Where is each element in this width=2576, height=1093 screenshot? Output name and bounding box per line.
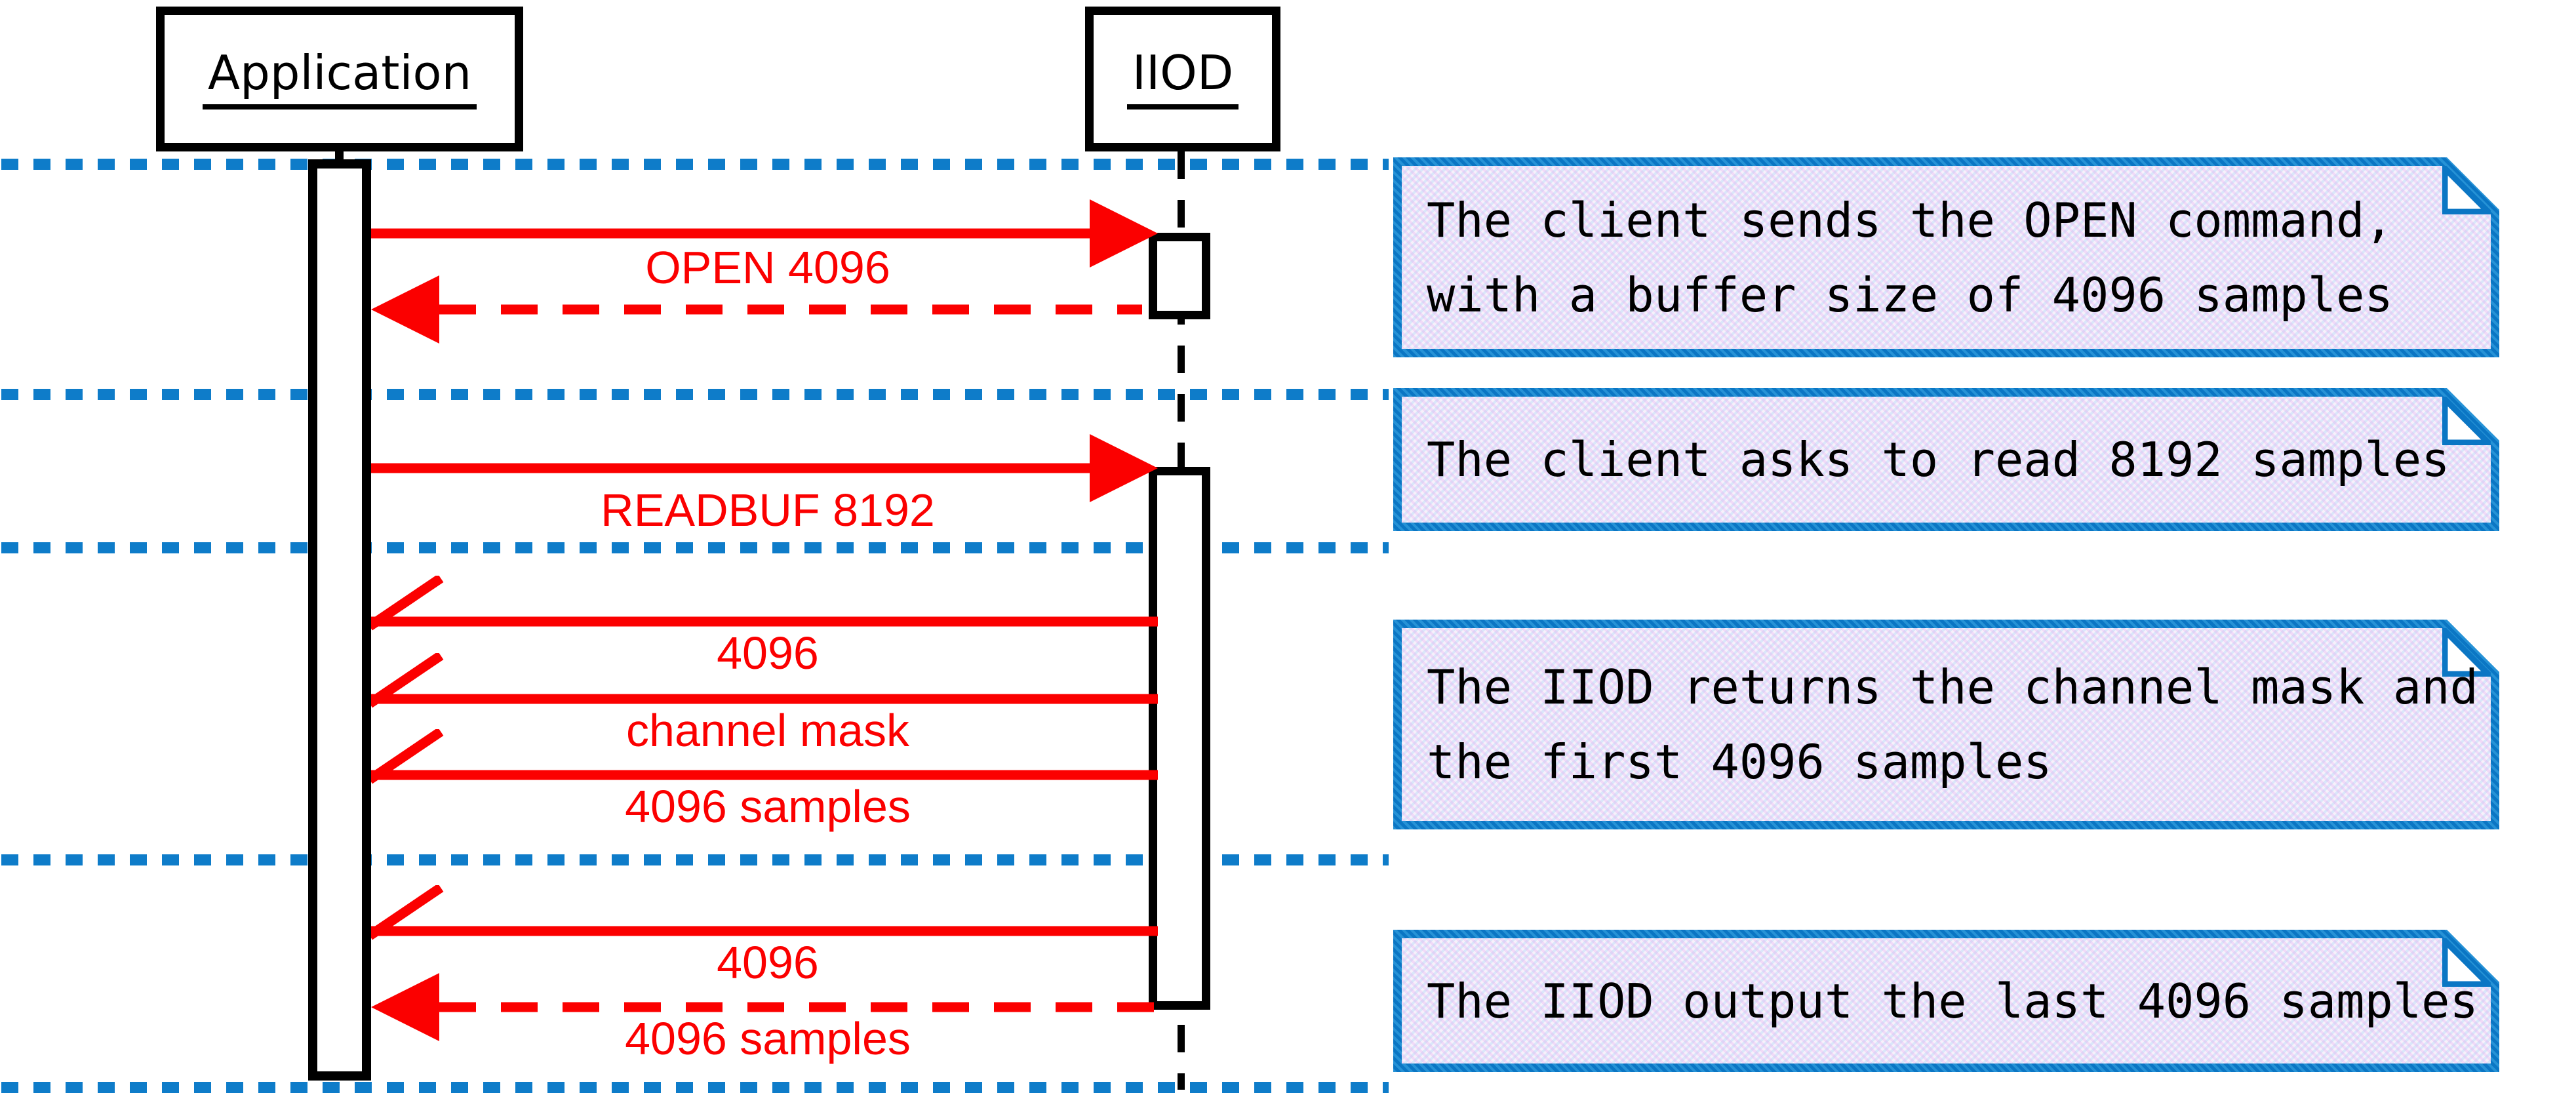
note-text: The client sends the OPEN command, with …: [1427, 192, 2393, 323]
arrow-4096-first: [371, 576, 1158, 667]
separator-line-5: [1, 1082, 1389, 1093]
application-lifeline-stub: [335, 148, 344, 163]
message-label-4096-first: 4096: [717, 627, 819, 679]
arrow-4096-last: [371, 885, 1158, 977]
arrow-4096-samples-last: [371, 961, 1158, 1053]
arrow-readbuf-8192: [371, 422, 1158, 514]
arrow-open-4096: [371, 188, 1158, 279]
iiod-activation-readbuf: [1149, 467, 1210, 1010]
note-background: [1402, 938, 2491, 1063]
participant-iiod: IIOD: [1085, 7, 1280, 151]
arrow-channel-mask: [371, 653, 1158, 745]
message-label-4096-last: 4096: [717, 937, 819, 988]
participant-application: Application: [156, 7, 523, 151]
note-last-samples-output: The IIOD output the last 4096 samples: [1393, 930, 2499, 1072]
application-activation-bar: [308, 159, 371, 1081]
iiod-activation-open: [1149, 233, 1210, 319]
participant-iiod-label: IIOD: [1126, 49, 1239, 109]
note-background: [1402, 397, 2491, 523]
message-label-readbuf-8192: READBUF 8192: [601, 485, 935, 536]
note-text: The IIOD output the last 4096 samples: [1427, 973, 2478, 1029]
note-folded-corner-icon: [2442, 161, 2495, 215]
arrow-open-reply: [371, 264, 1158, 355]
participant-application-label: Application: [202, 49, 477, 109]
note-readbuf-request: The client asks to read 8192 samples: [1393, 388, 2499, 531]
note-folded-corner-icon: [2442, 392, 2495, 446]
note-open-command: The client sends the OPEN command, with …: [1393, 157, 2499, 357]
message-label-4096-samples-last: 4096 samples: [625, 1013, 911, 1064]
message-label-4096-samples-first: 4096 samples: [625, 781, 911, 832]
note-folded-corner-icon: [2442, 934, 2495, 987]
message-label-open-4096: OPEN 4096: [645, 242, 890, 293]
note-background: [1402, 166, 2491, 349]
note-text: The client asks to read 8192 samples: [1427, 432, 2450, 487]
note-text: The IIOD returns the channel mask and th…: [1427, 660, 2478, 789]
note-background: [1402, 628, 2491, 821]
message-label-channel-mask: channel mask: [626, 705, 909, 756]
note-channel-mask-return: The IIOD returns the channel mask and th…: [1393, 620, 2499, 829]
note-folded-corner-icon: [2442, 624, 2495, 677]
arrow-4096-samples-first: [371, 729, 1158, 821]
